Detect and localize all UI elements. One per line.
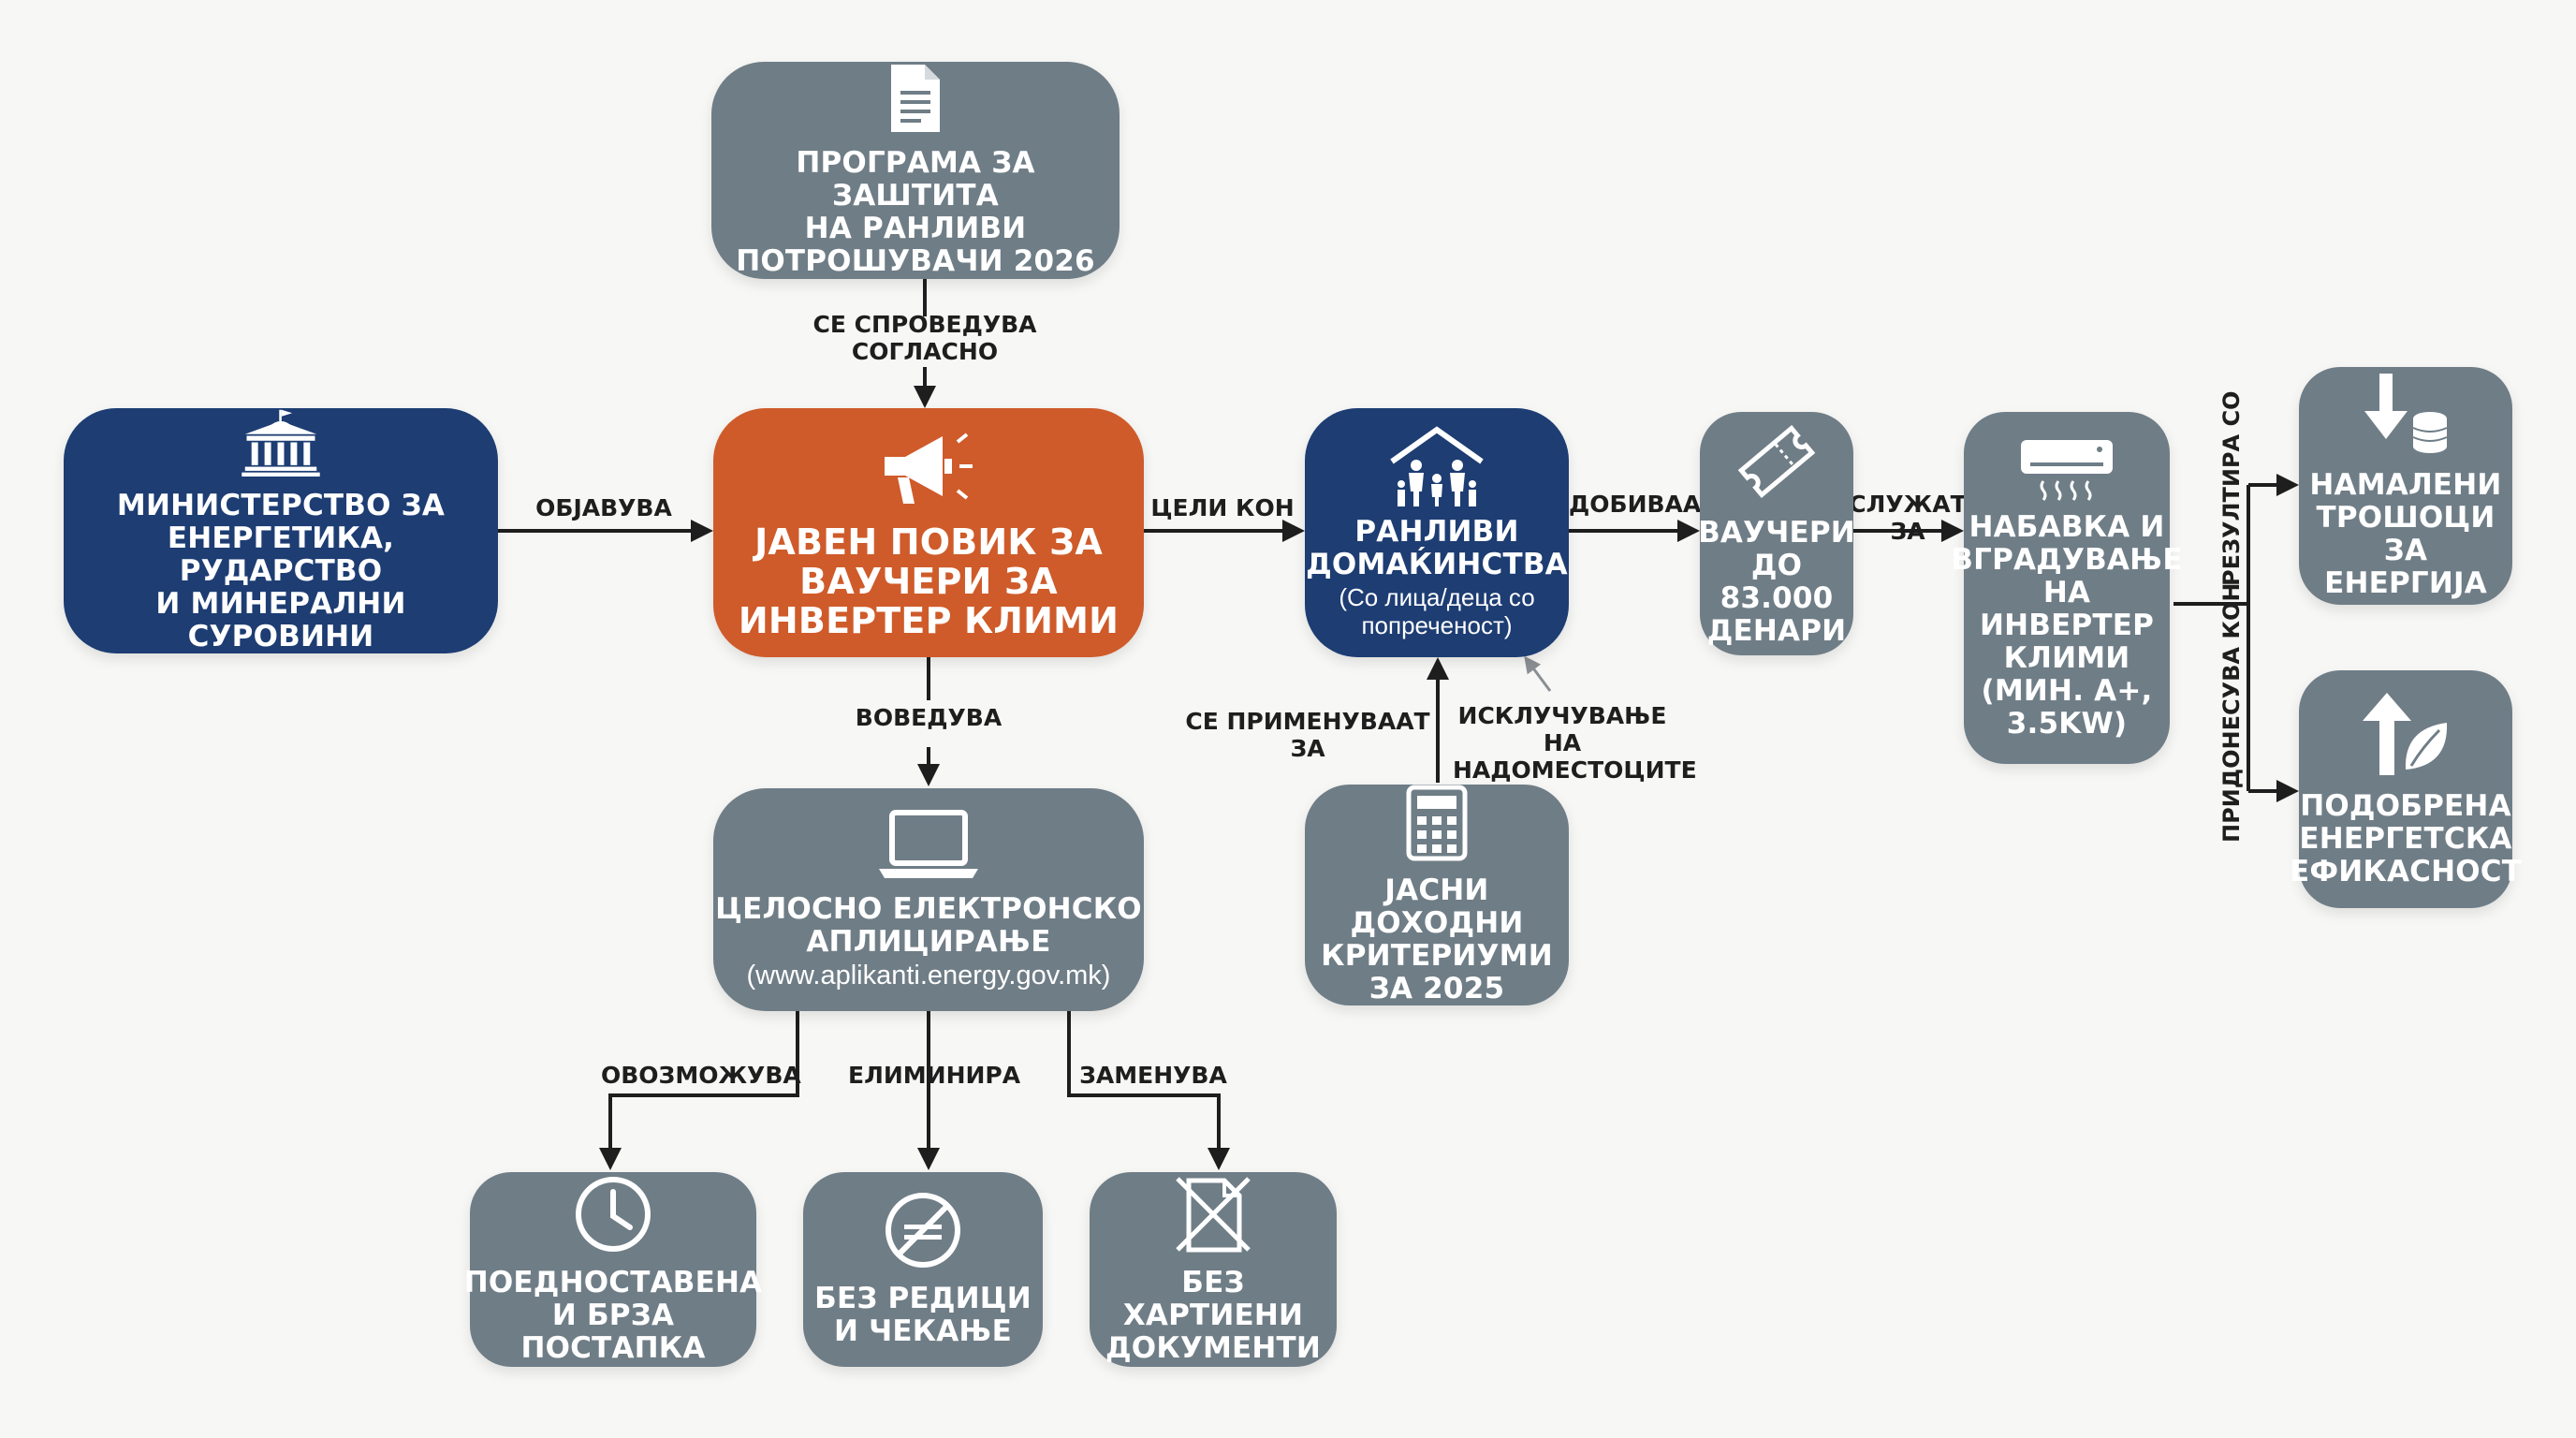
edge-label-serve-for: СЛУЖАТ ЗА bbox=[1849, 491, 1967, 545]
node-efficiency: ПОДОБРЕНА ЕНЕРГЕТСКА ЕФИКАСНОСТ bbox=[2290, 670, 2522, 908]
edge-label-targets: ЦЕЛИ КОН bbox=[1150, 494, 1295, 521]
node-ministry: МИНИСТЕРСТВО ЗА ЕНЕРГЕТИКА, РУДАРСТВО И … bbox=[64, 408, 498, 653]
ticket-icon bbox=[1737, 424, 1816, 499]
connector-exclusion-to-households bbox=[1524, 655, 1552, 692]
no-queue-icon bbox=[886, 1193, 960, 1268]
node-program-title: ПРОГРАМА ЗА ЗАШТИТА НА РАНЛИВИ ПОТРОШУВА… bbox=[736, 146, 1095, 278]
connector-electronic-to-simple bbox=[599, 1011, 799, 1170]
node-simple-title: ПОЕДНОСТАВЕНА И БРЗА ПОСТАПКА bbox=[463, 1265, 763, 1365]
node-households-subtitle: (Со лица/деца со попреченост) bbox=[1339, 583, 1535, 639]
connector-procurement-branch bbox=[2174, 485, 2250, 791]
node-procurement: НАБАВКА И ВГРАДУВАЊЕ НА ИНВЕРТЕР КЛИМИ (… bbox=[1951, 412, 2183, 764]
node-households-title: РАНЛИВИ ДОМАЌИНСТВА bbox=[1306, 515, 1568, 581]
node-no-paper-title: БЕЗ ХАРТИЕНИ ДОКУМЕНТИ bbox=[1105, 1265, 1322, 1365]
edge-label-implemented: СЕ СПРОВЕДУВА СОГЛАСНО bbox=[812, 311, 1037, 365]
laptop-icon bbox=[879, 810, 978, 878]
node-no-queues: БЕЗ РЕДИЦИ И ЧЕКАЊЕ bbox=[803, 1172, 1043, 1367]
no-paper-icon bbox=[1176, 1176, 1251, 1252]
edge-label-enables: ОВОЗМОЖУВА bbox=[601, 1062, 801, 1089]
node-vouchers-title: ВАУЧЕРИ ДО 83.000 ДЕНАРИ bbox=[1698, 516, 1855, 648]
node-households: РАНЛИВИ ДОМАЌИНСТВА (Со лица/деца со поп… bbox=[1305, 408, 1569, 657]
down-arrow-coins-icon bbox=[2364, 374, 2448, 453]
node-lower-costs-title: НАМАЛЕНИ ТРОШОЦИ ЗА ЕНЕРГИЈА bbox=[2309, 468, 2502, 600]
edge-label-announces: ОБЈАВУВА bbox=[535, 494, 672, 521]
node-public-call-title: ЈАВЕН ПОВИК ЗА ВАУЧЕРИ ЗА ИНВЕРТЕР КЛИМИ bbox=[738, 521, 1120, 641]
node-electronic-url: (www.aplikanti.energy.gov.mk) bbox=[746, 961, 1111, 990]
node-electronic-application: ЦЕЛОСНО ЕЛЕКТРОНСКО АПЛИЦИРАЊЕ (www.apli… bbox=[713, 788, 1144, 1011]
air-conditioner-icon bbox=[2021, 439, 2113, 501]
connector-electronic-to-no-paper bbox=[1067, 1011, 1230, 1170]
edge-label-exclusion: ИСКЛУЧУВАЊЕ НА НАДОМЕСТОЦИТЕ bbox=[1453, 702, 1697, 784]
node-ministry-title: МИНИСТЕРСТВО ЗА ЕНЕРГЕТИКА, РУДАРСТВО И … bbox=[116, 489, 446, 653]
edge-label-replaces: ЗАМЕНУВА bbox=[1079, 1062, 1227, 1089]
up-arrow-leaf-icon bbox=[2363, 692, 2448, 775]
document-icon bbox=[891, 65, 940, 132]
node-lower-costs: НАМАЛЕНИ ТРОШОЦИ ЗА ЕНЕРГИЈА bbox=[2299, 367, 2512, 605]
megaphone-icon bbox=[885, 433, 973, 504]
edge-label-receive: ДОБИВААТ bbox=[1569, 491, 1718, 518]
edge-label-eliminates: ЕЛИМИНИРА bbox=[848, 1062, 1021, 1089]
node-vouchers: ВАУЧЕРИ ДО 83.000 ДЕНАРИ bbox=[1698, 412, 1855, 655]
node-income-title: ЈАСНИ ДОХОДНИ КРИТЕРИУМИ ЗА 2025 bbox=[1321, 873, 1553, 1005]
family-house-icon bbox=[1390, 426, 1484, 506]
government-building-icon bbox=[242, 409, 320, 477]
node-income-criteria: ЈАСНИ ДОХОДНИ КРИТЕРИУМИ ЗА 2025 bbox=[1305, 785, 1569, 1005]
edge-label-introduces: ВОВЕДУВА bbox=[855, 704, 1003, 731]
edge-label-results-in: РЕЗУЛТИРА СО bbox=[2218, 390, 2245, 586]
node-public-call: ЈАВЕН ПОВИК ЗА ВАУЧЕРИ ЗА ИНВЕРТЕР КЛИМИ bbox=[713, 408, 1144, 657]
node-procurement-title: НАБАВКА И ВГРАДУВАЊЕ НА ИНВЕРТЕР КЛИМИ (… bbox=[1951, 509, 2183, 741]
node-electronic-title: ЦЕЛОСНО ЕЛЕКТРОНСКО АПЛИЦИРАЊЕ bbox=[715, 892, 1142, 959]
node-program: ПРОГРАМА ЗА ЗАШТИТА НА РАНЛИВИ ПОТРОШУВА… bbox=[711, 62, 1120, 279]
edge-label-contributes: ПРИДОНЕСУВА КОН bbox=[2218, 582, 2245, 843]
node-no-queues-title: БЕЗ РЕДИЦИ И ЧЕКАЊЕ bbox=[814, 1282, 1032, 1348]
node-efficiency-title: ПОДОБРЕНА ЕНЕРГЕТСКА ЕФИКАСНОСТ bbox=[2289, 788, 2523, 888]
node-simple-procedure: ПОЕДНОСТАВЕНА И БРЗА ПОСТАПКА bbox=[464, 1172, 762, 1367]
clock-icon bbox=[576, 1176, 651, 1252]
calculator-icon bbox=[1406, 785, 1468, 861]
edge-label-applied-for: СЕ ПРИМЕНУВААТ ЗА bbox=[1185, 708, 1430, 762]
node-no-paper: БЕЗ ХАРТИЕНИ ДОКУМЕНТИ bbox=[1090, 1172, 1337, 1367]
